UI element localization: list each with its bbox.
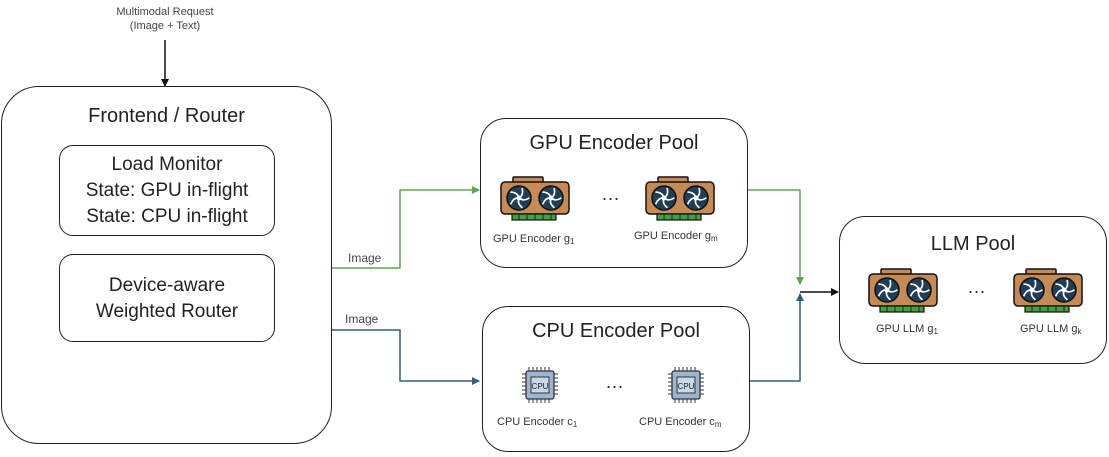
gpu-encoder-pool-title: GPU Encoder Pool: [529, 132, 699, 154]
load-monitor-gpu-state: State: GPU in-flight: [85, 180, 249, 201]
graphics-card-icon: [499, 176, 571, 227]
gpu-to-llm-edge: [748, 189, 804, 285]
llm-pool-ellipsis: ...: [968, 277, 987, 297]
gpu-encoder-first-label: GPU Encoder g1: [493, 233, 575, 246]
svg-text:CPU: CPU: [532, 382, 549, 391]
gpu-llm-last-label: GPU LLM gk: [1020, 323, 1082, 336]
load-monitor-title: Load Monitor: [111, 154, 223, 175]
cpu-edge-label: Image: [345, 312, 379, 326]
graphics-card-icon: [1012, 268, 1084, 319]
graphics-card-icon: [644, 176, 716, 227]
llm-pool-title: LLM Pool: [930, 233, 1016, 255]
cpu-encoder-first-label: CPU Encoder c1: [497, 416, 578, 429]
gpu-encoder-last-label: GPU Encoder gm: [634, 230, 718, 243]
cpu-to-llm-edge: [748, 293, 804, 382]
cpu-chip-icon: CPU: [667, 366, 705, 409]
cpu-encoder-pool-title: CPU Encoder Pool: [532, 320, 700, 342]
router-line1: Device-aware: [108, 275, 226, 296]
load-monitor-cpu-state: State: CPU in-flight: [86, 206, 248, 227]
cpu-chip-icon: CPU: [521, 366, 559, 409]
request-line2: (Image + Text): [129, 20, 201, 32]
router-line2: Weighted Router: [95, 301, 239, 322]
frontend-router-title: Frontend / Router: [88, 105, 245, 127]
gpu-edge-label: Image: [348, 251, 382, 265]
weighted-router-box: Device-aware Weighted Router: [59, 254, 275, 342]
gpu-llm-first-label: GPU LLM g1: [876, 323, 938, 336]
graphics-card-icon: [867, 268, 939, 319]
cpu-pool-ellipsis: ...: [606, 372, 625, 392]
request-line1: Multimodal Request: [116, 6, 214, 18]
gpu-pool-ellipsis: ...: [602, 184, 621, 204]
cpu-encoder-last-label: CPU Encoder cm: [639, 416, 722, 429]
request-label: Multimodal Request (Image + Text): [95, 5, 235, 33]
load-monitor-box: Load Monitor State: GPU in-flight State:…: [59, 145, 275, 236]
svg-text:CPU: CPU: [678, 382, 695, 391]
